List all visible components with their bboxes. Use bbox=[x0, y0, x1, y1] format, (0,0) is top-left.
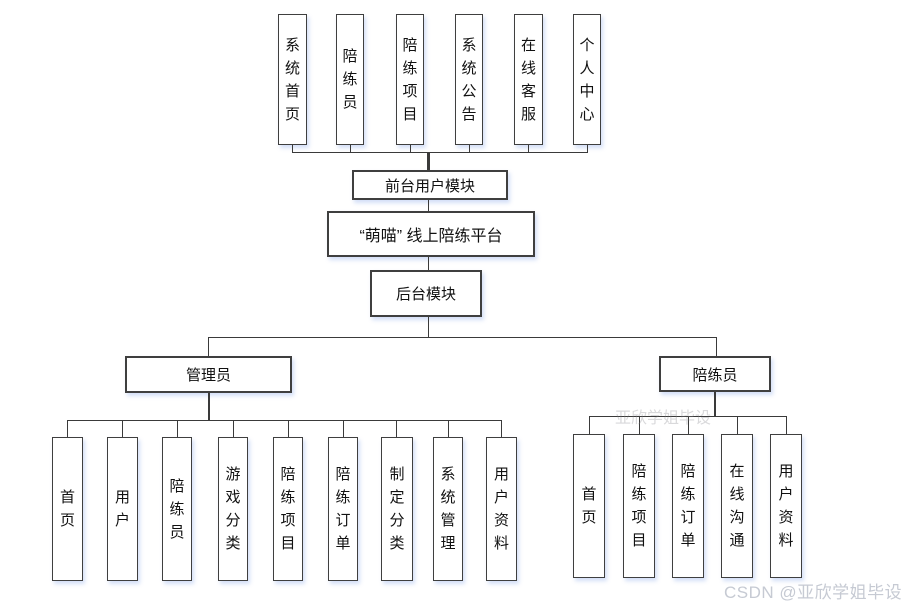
node-label: 个人中心 bbox=[579, 36, 595, 123]
node-admin-define-category: 制定分类 bbox=[381, 437, 413, 581]
node-admin-companion: 陪练员 bbox=[162, 437, 192, 581]
connector-line bbox=[233, 420, 234, 437]
node-label: 游戏分类 bbox=[225, 466, 241, 552]
node-admin-companion-project: 陪练项目 bbox=[273, 437, 303, 581]
connector-line bbox=[288, 420, 289, 437]
node-label: 前台用户模块 bbox=[384, 177, 475, 195]
connector-line bbox=[428, 200, 429, 211]
node-label: 用户资料 bbox=[778, 463, 794, 549]
node-admin-user: 用户 bbox=[107, 437, 138, 581]
node-label: “萌喵” 线上陪练平台 bbox=[359, 228, 503, 245]
node-comp-profile: 用户资料 bbox=[770, 434, 802, 578]
connector-line bbox=[786, 416, 787, 434]
connector-line bbox=[427, 152, 430, 170]
node-platform-title: “萌喵” 线上陪练平台 bbox=[327, 211, 535, 257]
connector-line bbox=[528, 145, 529, 153]
node-label: 陪练项目 bbox=[402, 36, 418, 123]
node-label: 陪练员 bbox=[692, 366, 738, 384]
node-front-module: 前台用户模块 bbox=[352, 170, 508, 200]
connector-line bbox=[292, 145, 293, 153]
connector-line bbox=[501, 420, 502, 437]
node-label: 陪练项目 bbox=[631, 463, 647, 549]
connector-line bbox=[469, 145, 470, 153]
connector-line bbox=[688, 416, 689, 434]
node-backend-module: 后台模块 bbox=[370, 270, 482, 317]
node-label: 管理员 bbox=[185, 367, 231, 384]
node-label: 陪练订单 bbox=[680, 463, 696, 549]
csdn-watermark: CSDN @亚欣学姐毕设 bbox=[724, 583, 902, 602]
connector-line bbox=[428, 317, 429, 337]
node-personal-center: 个人中心 bbox=[573, 14, 601, 145]
node-companion: 陪练员 bbox=[336, 14, 364, 145]
node-system-home: 系统首页 bbox=[278, 14, 307, 145]
node-online-service: 在线客服 bbox=[514, 14, 543, 145]
node-label: 陪练项目 bbox=[280, 466, 296, 552]
node-comp-chat: 在线沟通 bbox=[721, 434, 753, 578]
connector-line bbox=[292, 152, 588, 153]
connector-line bbox=[343, 420, 344, 437]
node-admin-companion-order: 陪练订单 bbox=[328, 437, 358, 581]
node-companion-project: 陪练项目 bbox=[396, 14, 424, 145]
node-admin-system-manage: 系统管理 bbox=[433, 437, 463, 581]
node-companion-role: 陪练员 bbox=[659, 356, 771, 392]
node-admin-user-profile: 用户资料 bbox=[486, 437, 517, 581]
node-label: 陪练员 bbox=[342, 48, 358, 111]
connector-line bbox=[350, 145, 351, 153]
connector-line bbox=[396, 420, 397, 437]
node-label: 制定分类 bbox=[389, 466, 405, 552]
connector-line bbox=[589, 416, 590, 434]
connector-line bbox=[208, 337, 209, 356]
connector-line bbox=[208, 337, 717, 338]
node-comp-order: 陪练订单 bbox=[672, 434, 704, 578]
node-label: 陪练订单 bbox=[335, 466, 351, 552]
node-label: 陪练员 bbox=[169, 477, 185, 541]
node-label: 系统首页 bbox=[284, 36, 300, 123]
connector-line bbox=[714, 392, 716, 416]
node-label: 用户资料 bbox=[493, 466, 509, 552]
node-comp-home: 首页 bbox=[573, 434, 605, 578]
node-label: 首页 bbox=[581, 486, 597, 526]
connector-line bbox=[428, 257, 429, 270]
connector-line bbox=[587, 145, 588, 153]
node-label: 后台模块 bbox=[395, 286, 456, 303]
node-comp-project: 陪练项目 bbox=[623, 434, 655, 578]
connector-line bbox=[122, 420, 123, 437]
connector-line bbox=[737, 416, 738, 434]
connector-line bbox=[589, 416, 786, 417]
connector-line bbox=[448, 420, 449, 437]
node-label: 在线客服 bbox=[520, 36, 536, 123]
connector-line bbox=[67, 420, 68, 437]
faint-watermark: 亚欣学姐毕设 bbox=[615, 410, 712, 427]
connector-line bbox=[208, 393, 210, 420]
node-system-notice: 系统公告 bbox=[455, 14, 483, 145]
node-admin-role: 管理员 bbox=[125, 356, 292, 393]
connector-line bbox=[716, 337, 717, 356]
node-label: 在线沟通 bbox=[729, 463, 745, 549]
node-label: 系统管理 bbox=[440, 466, 456, 552]
connector-line bbox=[639, 416, 640, 434]
node-admin-game-category: 游戏分类 bbox=[218, 437, 248, 581]
connector-line bbox=[67, 420, 502, 421]
node-admin-home: 首页 bbox=[52, 437, 83, 581]
connector-line bbox=[177, 420, 178, 437]
connector-line bbox=[410, 145, 411, 153]
node-label: 系统公告 bbox=[461, 36, 477, 123]
node-label: 用户 bbox=[114, 489, 130, 529]
node-label: 首页 bbox=[59, 489, 75, 529]
